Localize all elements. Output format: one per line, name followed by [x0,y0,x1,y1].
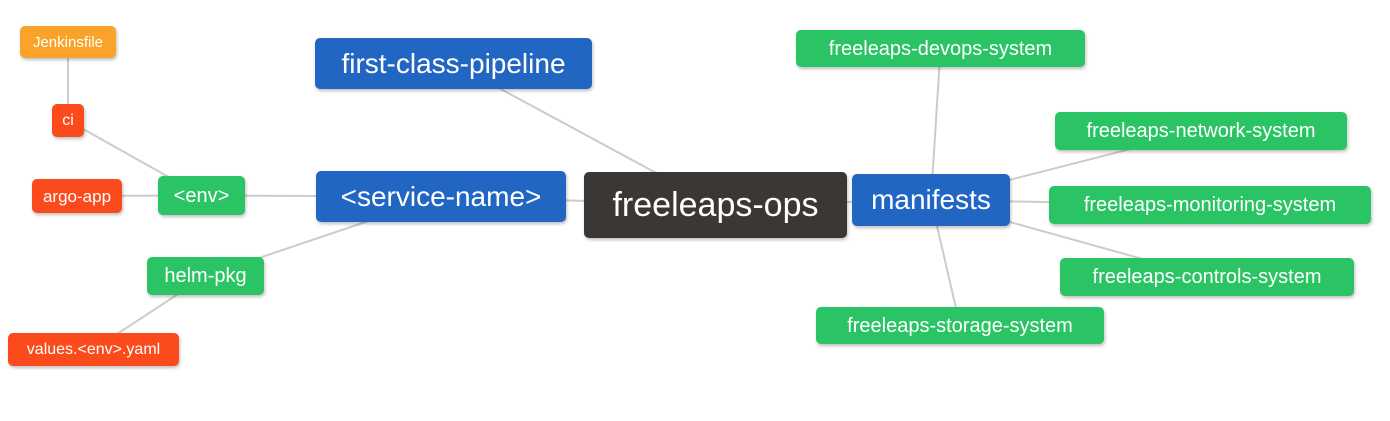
node-label: argo-app [42,186,112,206]
node-freeleaps-monitoring-system[interactable]: freeleaps-monitoring-system [1049,186,1371,224]
node-label: ci [62,111,74,129]
node-freeleaps-devops-system[interactable]: freeleaps-devops-system [796,30,1085,67]
node-label: freeleaps-controls-system [1092,266,1322,288]
node-label: <service-name> [340,180,542,212]
node-jenkinsfile[interactable]: Jenkinsfile [20,26,116,58]
node-ci[interactable]: ci [52,104,84,137]
node-label: helm-pkg [164,265,247,287]
node-label: freeleaps-monitoring-system [1083,194,1337,216]
node-freeleaps-ops[interactable]: freeleaps-ops [584,172,847,238]
node-argo-app[interactable]: argo-app [32,179,122,213]
node-service-name[interactable]: <service-name> [316,171,566,222]
node-label: <env> [173,184,230,207]
node-freeleaps-network-system[interactable]: freeleaps-network-system [1055,112,1347,150]
node-manifests[interactable]: manifests [852,174,1010,226]
node-values-env-yaml[interactable]: values.<env>.yaml [8,333,179,366]
node-label: freeleaps-storage-system [847,314,1073,337]
node-label: freeleaps-network-system [1086,120,1316,142]
node-label: manifests [871,184,991,215]
node-label: Jenkinsfile [32,33,104,51]
node-label: freeleaps-ops [612,186,819,224]
node-label: values.<env>.yaml [26,340,161,358]
node-helm-pkg[interactable]: helm-pkg [147,257,264,295]
node-env[interactable]: <env> [158,176,245,215]
node-label: freeleaps-devops-system [828,37,1053,60]
node-freeleaps-controls-system[interactable]: freeleaps-controls-system [1060,258,1354,296]
node-first-class-pipeline[interactable]: first-class-pipeline [315,38,592,89]
node-freeleaps-storage-system[interactable]: freeleaps-storage-system [816,307,1104,344]
node-label: first-class-pipeline [341,47,566,79]
